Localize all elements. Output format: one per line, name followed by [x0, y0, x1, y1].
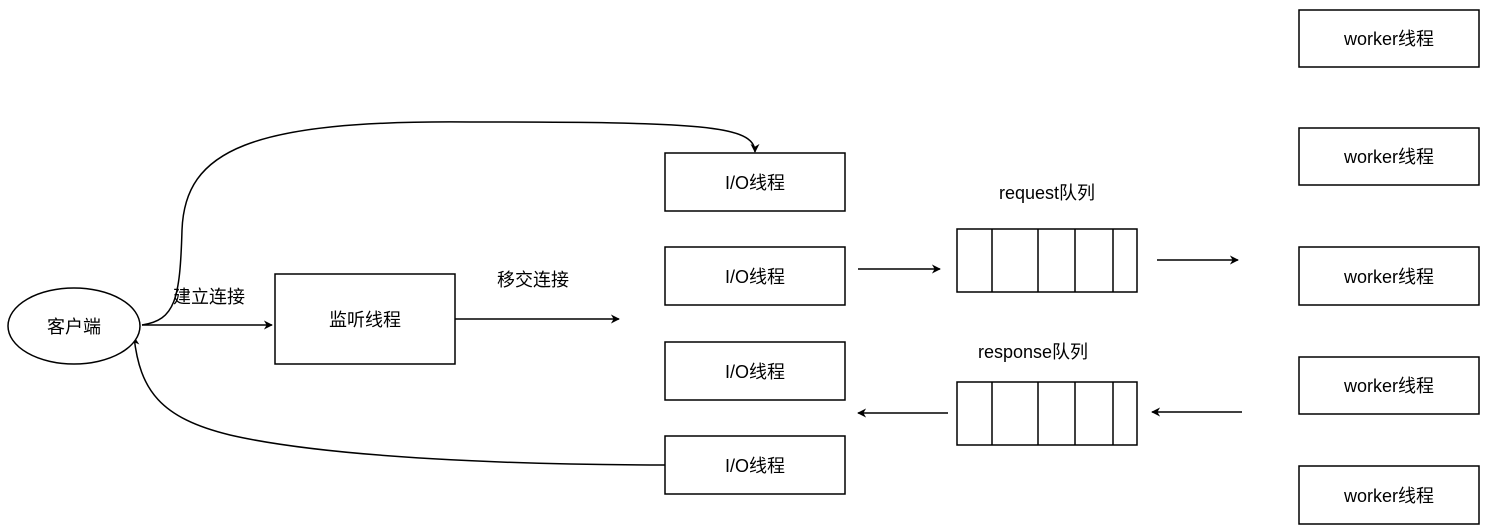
response-queue: [956, 381, 1138, 446]
client-node: [7, 287, 141, 365]
response-queue-label: response队列: [978, 342, 1088, 362]
io-thread-box-1: [664, 152, 846, 212]
worker-thread-box-5: [1298, 465, 1480, 525]
worker-thread-box-1: [1298, 9, 1480, 68]
request-queue: [956, 228, 1138, 293]
io-thread-box-2: [664, 246, 846, 306]
worker-thread-label-2: worker线程: [1343, 147, 1434, 167]
io-thread-label-1: I/O线程: [725, 173, 785, 193]
worker-thread-box-2: [1298, 127, 1480, 186]
worker-thread-label-5: worker线程: [1343, 486, 1434, 506]
request-queue-label: request队列: [999, 183, 1095, 203]
io-thread-box-4: [664, 435, 846, 495]
worker-thread-label-3: worker线程: [1343, 267, 1434, 287]
edge-io4-to-client: [130, 336, 666, 466]
listener-thread-box: [274, 273, 456, 365]
io-thread-label-3: I/O线程: [725, 362, 785, 382]
listener-thread-label: 监听线程: [329, 310, 401, 330]
io-thread-label-2: I/O线程: [725, 267, 785, 287]
io-thread-label-4: I/O线程: [725, 456, 785, 476]
client-label: 客户端: [47, 317, 101, 337]
worker-thread-box-3: [1298, 246, 1480, 306]
worker-thread-label-1: worker线程: [1343, 29, 1434, 49]
io-thread-box-3: [664, 341, 846, 401]
worker-thread-box-4: [1298, 356, 1480, 415]
edge-client-to-io1: [141, 121, 760, 326]
edge-label-connect: 建立连接: [173, 287, 245, 307]
worker-thread-label-4: worker线程: [1343, 376, 1434, 396]
edge-label-handover: 移交连接: [497, 270, 569, 290]
